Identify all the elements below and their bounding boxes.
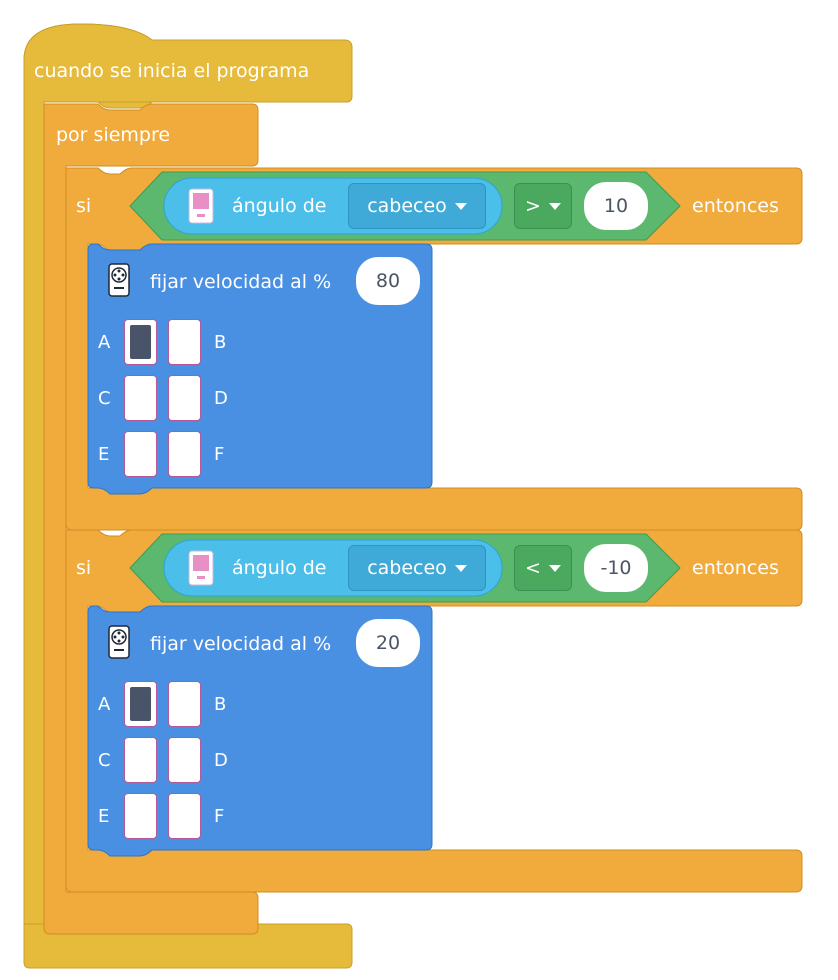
speed-input-2[interactable]: 20: [356, 619, 420, 667]
port-label: E: [98, 806, 110, 827]
port-label: C: [98, 388, 111, 409]
port-label: A: [98, 332, 111, 353]
port-label: B: [214, 694, 227, 715]
operator-value-1: >: [525, 195, 541, 217]
axis-value-1: cabeceo: [367, 195, 447, 217]
motor-label-1: fijar velocidad al %: [150, 271, 332, 293]
port-label: C: [98, 750, 111, 771]
then-label-2: entonces: [692, 557, 779, 579]
axis-dropdown-1[interactable]: cabeceo: [348, 183, 486, 229]
axis-dropdown-2[interactable]: cabeceo: [348, 545, 486, 591]
forever-label: por siempre: [56, 124, 171, 146]
sensor-label-1: ángulo de: [232, 195, 327, 217]
port-f-toggle[interactable]: [168, 793, 201, 839]
port-label: E: [98, 444, 110, 465]
port-f-toggle[interactable]: [168, 431, 201, 477]
then-label-1: entonces: [692, 195, 779, 217]
forever-block[interactable]: [43, 103, 259, 935]
axis-value-2: cabeceo: [367, 557, 447, 579]
operator-dropdown-1[interactable]: >: [514, 183, 572, 229]
port-b-toggle[interactable]: [168, 319, 201, 365]
port-a-toggle[interactable]: [124, 319, 157, 365]
operator-dropdown-2[interactable]: <: [514, 545, 572, 591]
sensor-label-2: ángulo de: [232, 557, 327, 579]
chevron-down-icon: [548, 202, 561, 210]
port-label: D: [214, 388, 228, 409]
port-a-toggle[interactable]: [124, 681, 157, 727]
port-c-toggle[interactable]: [124, 375, 157, 421]
motor-label-2: fijar velocidad al %: [150, 633, 332, 655]
port-label: B: [214, 332, 227, 353]
port-b-toggle[interactable]: [168, 681, 201, 727]
port-e-toggle[interactable]: [124, 793, 157, 839]
hub-icon: [188, 550, 214, 586]
port-label: A: [98, 694, 111, 715]
motor-icon: [108, 625, 130, 659]
threshold-input-2[interactable]: -10: [584, 544, 648, 592]
port-label: D: [214, 750, 228, 771]
port-d-toggle[interactable]: [168, 375, 201, 421]
operator-value-2: <: [525, 557, 541, 579]
port-e-toggle[interactable]: [124, 431, 157, 477]
chevron-down-icon: [548, 564, 561, 572]
threshold-input-1[interactable]: 10: [584, 182, 648, 230]
port-d-toggle[interactable]: [168, 737, 201, 783]
chevron-down-icon: [454, 202, 467, 210]
port-c-toggle[interactable]: [124, 737, 157, 783]
port-label: F: [214, 444, 225, 465]
chevron-down-icon: [454, 564, 467, 572]
hub-icon: [188, 188, 214, 224]
if-label-1: si: [76, 195, 92, 217]
motor-icon: [108, 263, 130, 297]
hat-label: cuando se inicia el programa: [34, 60, 310, 82]
port-label: F: [214, 806, 225, 827]
speed-input-1[interactable]: 80: [356, 257, 420, 305]
if-label-2: si: [76, 557, 92, 579]
